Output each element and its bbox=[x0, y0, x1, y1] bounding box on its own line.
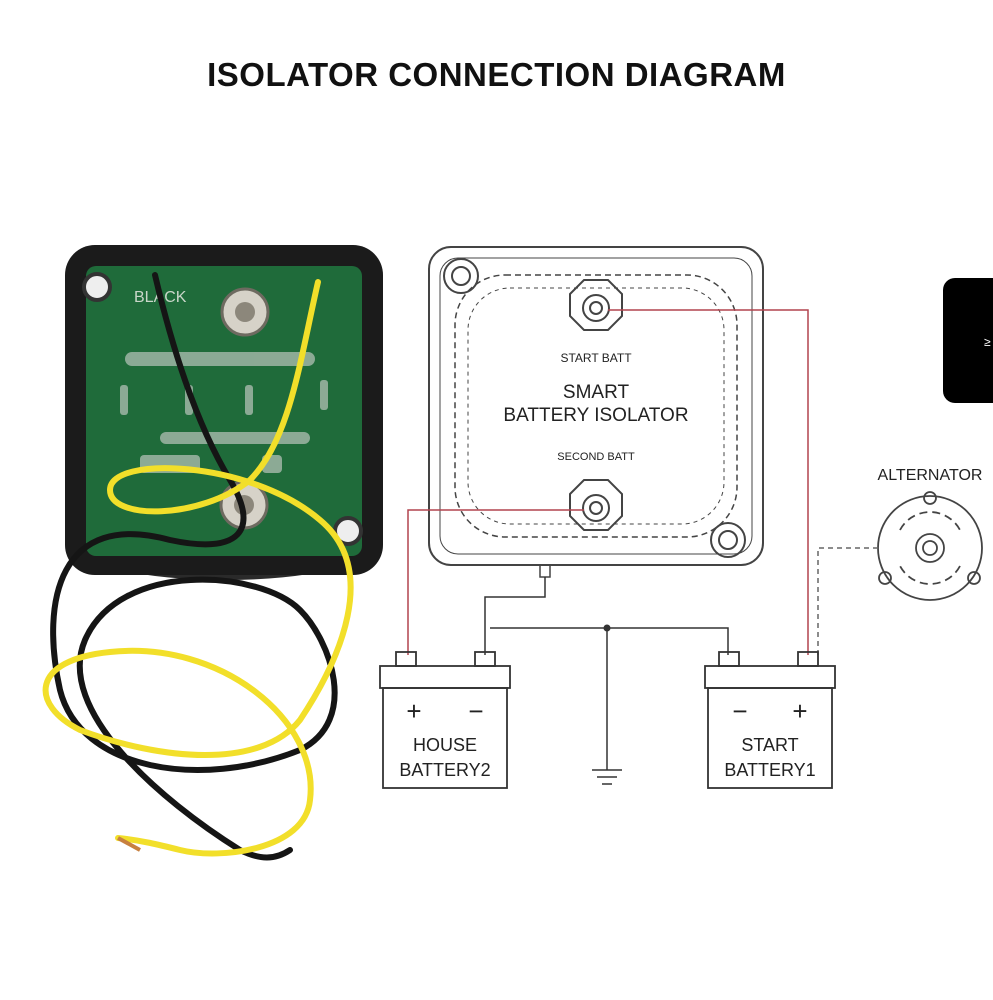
house-battery-line1: HOUSE bbox=[413, 735, 477, 755]
ground-symbol bbox=[592, 628, 622, 785]
start-battery-positive: + bbox=[792, 696, 807, 726]
isolator-mount-hole bbox=[443, 258, 479, 294]
start-battery-line1: START bbox=[741, 735, 798, 755]
isolator-title-line2: BATTERY ISOLATOR bbox=[503, 405, 688, 426]
isolator-ground-wire bbox=[484, 577, 546, 655]
house-battery bbox=[379, 651, 511, 789]
wire-copper-tip bbox=[117, 836, 141, 852]
isolator-ground-lug bbox=[539, 564, 551, 578]
second-batt-terminal bbox=[569, 479, 623, 531]
black-wire bbox=[50, 272, 338, 861]
alternator-drawing bbox=[877, 491, 983, 601]
start-battery-line2: BATTERY1 bbox=[724, 760, 815, 780]
isolator-outline bbox=[428, 246, 764, 566]
side-tab[interactable] bbox=[943, 278, 993, 403]
diagram-title: ISOLATOR CONNECTION DIAGRAM bbox=[207, 56, 786, 93]
smart-battery-isolator bbox=[428, 246, 764, 578]
house-battery-negative: − bbox=[468, 696, 483, 726]
start-batt-terminal bbox=[569, 279, 623, 331]
isolator-mount-hole bbox=[710, 522, 746, 558]
side-tab-glyph: ≥ bbox=[984, 335, 991, 349]
photo-pcb bbox=[86, 266, 362, 556]
alternator-wire bbox=[817, 547, 878, 655]
second-batt-label: SECOND BATT bbox=[557, 451, 635, 463]
yellow-wire bbox=[42, 279, 354, 857]
house-battery-positive: + bbox=[406, 696, 421, 726]
start-batt-wire bbox=[608, 309, 809, 655]
negative-bus-wire bbox=[490, 627, 729, 655]
start-batt-label: START BATT bbox=[560, 351, 632, 365]
start-battery bbox=[704, 651, 836, 789]
pcb-pads bbox=[120, 352, 328, 473]
second-batt-wire bbox=[407, 509, 584, 655]
house-battery-line2: BATTERY2 bbox=[399, 760, 490, 780]
alternator-label: ALTERNATOR bbox=[878, 467, 983, 484]
isolator-photo: BLACK bbox=[42, 245, 383, 861]
isolator-title-line1: SMART bbox=[563, 382, 630, 403]
photo-mount-hole bbox=[82, 272, 112, 302]
start-battery-negative: − bbox=[732, 696, 747, 726]
